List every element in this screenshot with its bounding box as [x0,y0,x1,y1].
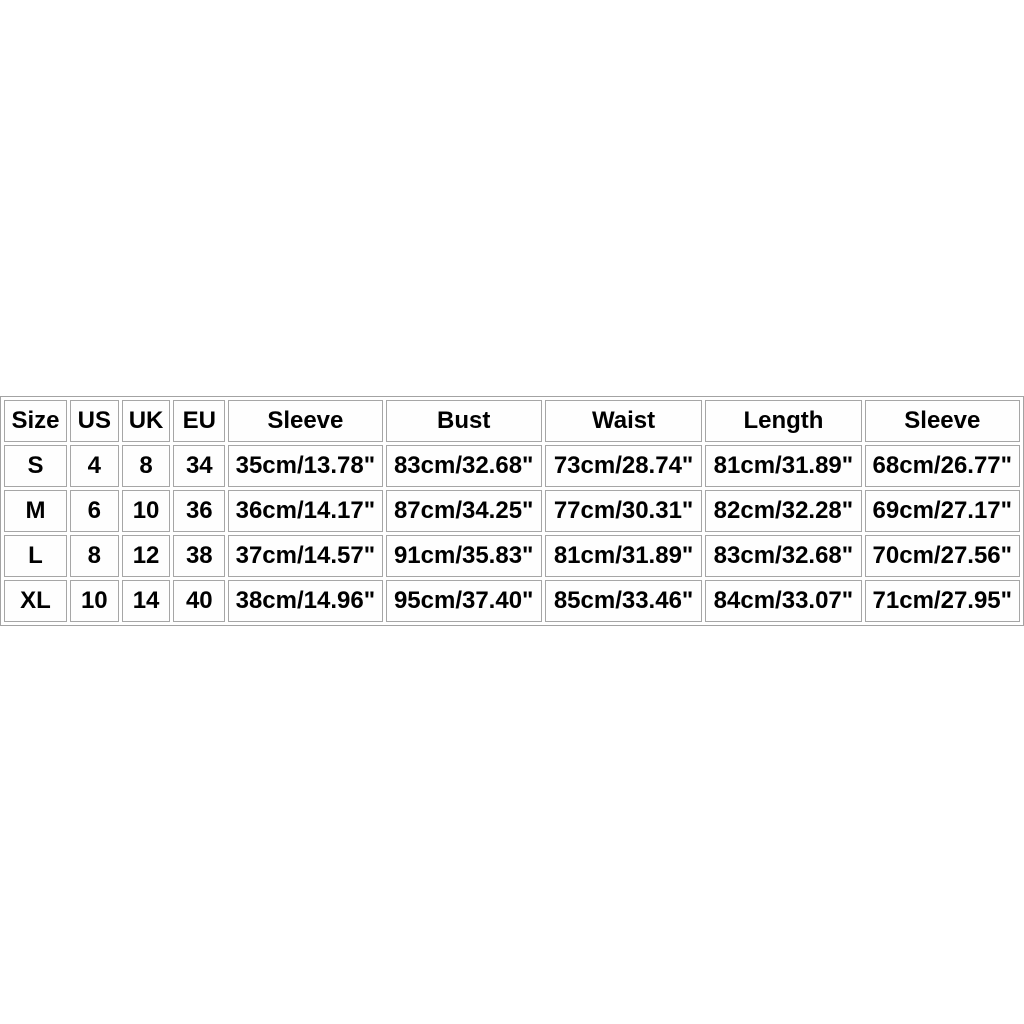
header-cell: Bust [385,400,542,442]
table-cell: 81cm/31.89" [544,535,703,577]
table-cell: 87cm/34.25" [385,490,542,532]
table-cell: 83cm/32.68" [385,445,542,487]
table-cell: 8 [69,535,119,577]
table-cell: 36cm/14.17" [228,490,383,532]
table-cell: L [4,535,67,577]
table-cell: 95cm/37.40" [385,580,542,622]
table-cell: 38cm/14.96" [228,580,383,622]
header-cell: Size [4,400,67,442]
header-cell: Sleeve [228,400,383,442]
table-cell: 6 [69,490,119,532]
table-cell: 37cm/14.57" [228,535,383,577]
table-cell: 69cm/27.17" [864,490,1020,532]
table-cell: 38 [173,535,226,577]
table-cell: 77cm/30.31" [544,490,703,532]
table-cell: M [4,490,67,532]
header-cell: Length [705,400,862,442]
table-cell: 36 [173,490,226,532]
table-cell: 82cm/32.28" [705,490,862,532]
header-cell: UK [121,400,171,442]
table-cell: 14 [121,580,171,622]
table-cell: 4 [69,445,119,487]
table-cell: 71cm/27.95" [864,580,1020,622]
table-cell: 81cm/31.89" [705,445,862,487]
table-cell: 34 [173,445,226,487]
table-cell: 8 [121,445,171,487]
table-cell: 91cm/35.83" [385,535,542,577]
table-cell: 12 [121,535,171,577]
table-cell: 83cm/32.68" [705,535,862,577]
table-cell: XL [4,580,67,622]
header-cell: Waist [544,400,703,442]
table-cell: 84cm/33.07" [705,580,862,622]
table-cell: 10 [121,490,171,532]
header-cell: US [69,400,119,442]
header-cell: EU [173,400,226,442]
table-cell: 10 [69,580,119,622]
table-cell: 85cm/33.46" [544,580,703,622]
table-cell: 70cm/27.56" [864,535,1020,577]
table-cell: 68cm/26.77" [864,445,1020,487]
table-cell: 73cm/28.74" [544,445,703,487]
table-cell: 40 [173,580,226,622]
header-cell: Sleeve [864,400,1020,442]
table-cell: S [4,445,67,487]
table-cell: 35cm/13.78" [228,445,383,487]
